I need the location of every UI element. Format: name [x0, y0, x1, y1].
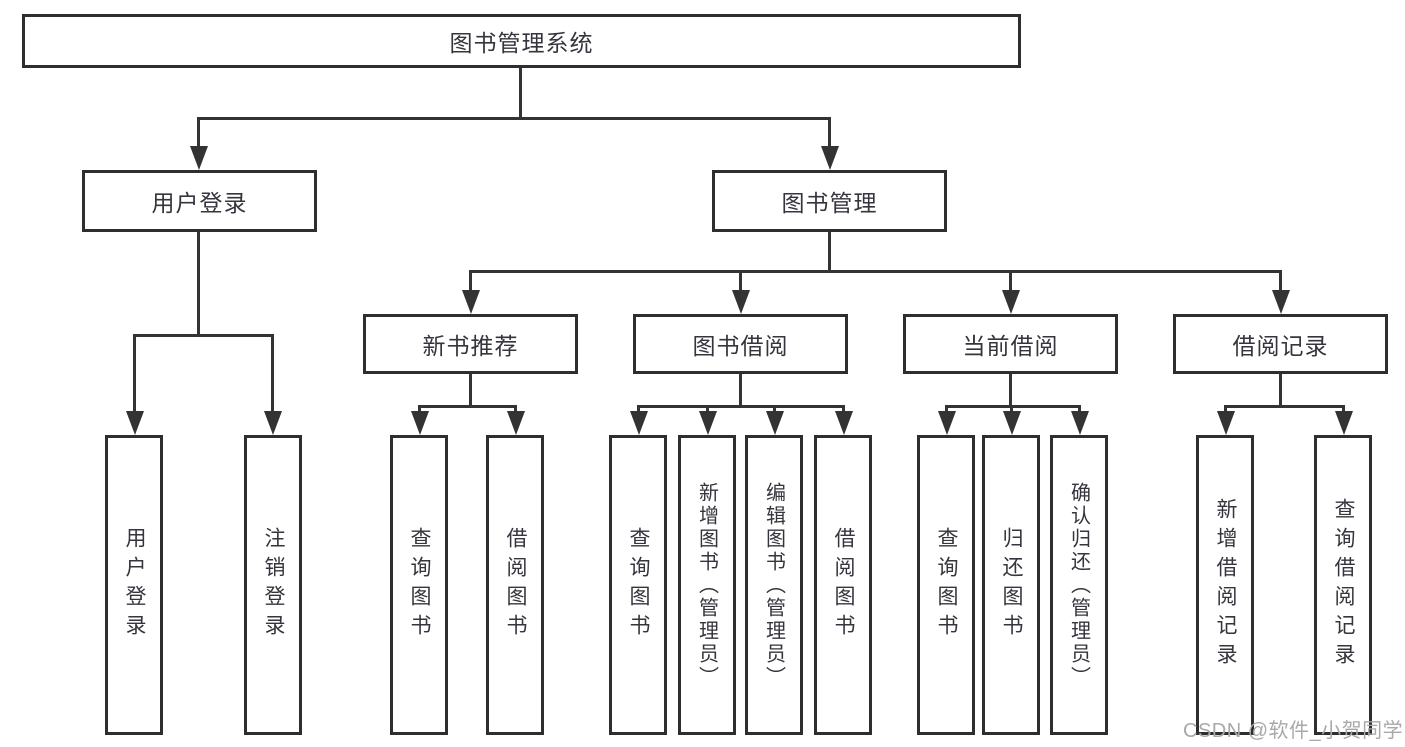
connector-vline: [773, 405, 776, 415]
leaf-label: 编辑图书（管理员）: [762, 481, 785, 689]
leaf-add-book-admin: 新增图书（管理员）: [678, 435, 736, 735]
connector-vline: [469, 270, 472, 292]
connector-hline: [637, 405, 844, 408]
connector-vline: [519, 68, 522, 119]
connector-hline: [197, 117, 831, 120]
connector-vline: [828, 117, 831, 150]
leaf-label: 新增图书（管理员）: [695, 481, 718, 689]
connector-hline: [133, 334, 274, 337]
arrow-down-icon: [126, 411, 144, 435]
leaf-label: 借阅图书: [832, 527, 855, 643]
node-user-login: 用户登录: [82, 170, 317, 232]
connector-vline: [197, 232, 200, 336]
arrow-down-icon: [190, 146, 208, 170]
leaf-label: 查询图书: [627, 527, 650, 643]
arrow-down-icon: [462, 290, 480, 314]
arrow-down-icon: [507, 411, 525, 435]
node-book-borrowing: 图书借阅: [633, 314, 848, 374]
leaf-label: 用户登录: [123, 527, 146, 643]
connector-vline: [197, 117, 200, 150]
arrow-down-icon: [1217, 411, 1235, 435]
arrow-down-icon: [821, 146, 839, 170]
leaf-edit-book-admin: 编辑图书（管理员）: [745, 435, 803, 735]
leaf-user-login: 用户登录: [105, 435, 163, 735]
connector-vline: [739, 270, 742, 292]
connector-vline: [1224, 405, 1227, 415]
arrow-down-icon: [1003, 411, 1021, 435]
leaf-label: 归还图书: [1000, 527, 1023, 643]
node-new-book-recommend: 新书推荐: [363, 314, 578, 374]
node-root-library-system: 图书管理系统: [22, 14, 1021, 68]
connector-vline: [1010, 405, 1013, 415]
connector-vline: [945, 405, 948, 415]
connector-hline: [1224, 405, 1344, 408]
connector-vline: [1009, 374, 1012, 408]
node-label: 用户登录: [151, 190, 248, 216]
node-borrowing-records: 借阅记录: [1173, 314, 1388, 374]
arrow-down-icon: [411, 411, 429, 435]
leaf-label: 查询图书: [935, 527, 958, 643]
leaf-borrow-books: 借阅图书: [486, 435, 544, 735]
connector-vline: [842, 405, 845, 415]
arrow-down-icon: [264, 411, 282, 435]
arrow-down-icon: [630, 411, 648, 435]
csdn-watermark: CSDN @软件_小贺同学: [1183, 720, 1404, 742]
connector-vline: [706, 405, 709, 415]
leaf-query-books: 查询图书: [609, 435, 667, 735]
node-label: 图书管理: [781, 190, 878, 216]
leaf-confirm-return-admin: 确认归还（管理员）: [1050, 435, 1108, 735]
leaf-label: 借阅图书: [504, 527, 527, 643]
connector-hline: [418, 405, 517, 408]
leaf-label: 新增借阅记录: [1214, 498, 1237, 672]
connector-vline: [1279, 270, 1282, 292]
connector-vline: [1342, 405, 1345, 415]
arrow-down-icon: [766, 411, 784, 435]
arrow-down-icon: [699, 411, 717, 435]
arrow-down-icon: [938, 411, 956, 435]
connector-vline: [1078, 405, 1081, 415]
connector-vline: [469, 374, 472, 408]
connector-vline: [418, 405, 421, 415]
arrow-down-icon: [1071, 411, 1089, 435]
node-label: 图书管理系统: [449, 30, 594, 56]
arrow-down-icon: [1335, 411, 1353, 435]
connector-vline: [739, 374, 742, 408]
node-label: 图书借阅: [692, 333, 789, 359]
node-book-management: 图书管理: [712, 170, 947, 232]
leaf-label: 注销登录: [262, 527, 285, 643]
connector-vline: [1009, 270, 1012, 292]
leaf-add-borrow-record: 新增借阅记录: [1196, 435, 1254, 735]
arrow-down-icon: [1002, 290, 1020, 314]
connector-vline: [637, 405, 640, 415]
leaf-label: 查询借阅记录: [1332, 498, 1355, 672]
connector-vline: [1279, 374, 1282, 408]
connector-vline: [271, 334, 274, 414]
leaf-borrow-books: 借阅图书: [814, 435, 872, 735]
node-label: 新书推荐: [422, 333, 519, 359]
leaf-label: 确认归还（管理员）: [1067, 481, 1090, 689]
leaf-label: 查询图书: [408, 527, 431, 643]
arrow-down-icon: [732, 290, 750, 314]
arrow-down-icon: [835, 411, 853, 435]
node-label: 当前借阅: [962, 333, 1059, 359]
connector-vline: [133, 334, 136, 414]
leaf-query-borrow-record: 查询借阅记录: [1314, 435, 1372, 735]
node-label: 借阅记录: [1232, 333, 1329, 359]
connector-hline: [469, 270, 1282, 273]
leaf-query-books: 查询图书: [390, 435, 448, 735]
connector-vline: [514, 405, 517, 415]
leaf-query-books: 查询图书: [917, 435, 975, 735]
connector-vline: [828, 232, 831, 273]
arrow-down-icon: [1272, 290, 1290, 314]
leaf-return-books: 归还图书: [982, 435, 1040, 735]
node-current-borrowing: 当前借阅: [903, 314, 1118, 374]
leaf-logout: 注销登录: [244, 435, 302, 735]
